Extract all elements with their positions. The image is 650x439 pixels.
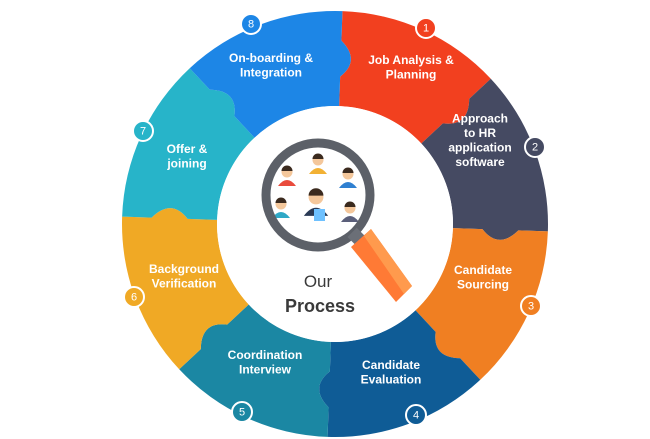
process-step-7-segment bbox=[122, 68, 255, 220]
process-step-3-badge: 3 bbox=[520, 295, 542, 317]
person-icon bbox=[309, 153, 327, 174]
process-step-8-badge: 8 bbox=[240, 13, 262, 35]
process-step-1-segment bbox=[339, 11, 491, 144]
process-step-2-segment bbox=[421, 78, 548, 240]
magnifying-glass-icon bbox=[261, 138, 412, 302]
process-ring bbox=[121, 10, 548, 437]
process-step-2-number: 2 bbox=[532, 142, 538, 154]
process-step-8-number: 8 bbox=[248, 19, 254, 31]
process-step-8-segment bbox=[189, 10, 351, 138]
process-step-5-number: 5 bbox=[239, 407, 245, 419]
process-step-6-badge: 6 bbox=[123, 286, 145, 308]
process-step-2-badge: 2 bbox=[524, 136, 546, 158]
center-title-line1: Our bbox=[304, 272, 333, 291]
process-step-7-label: Offer &joining bbox=[166, 142, 207, 171]
person-icon bbox=[278, 165, 296, 186]
process-step-7-number: 7 bbox=[140, 126, 146, 138]
team-people-icon bbox=[266, 143, 370, 247]
process-step-1-number: 1 bbox=[423, 23, 429, 35]
person-icon bbox=[339, 167, 357, 188]
process-step-3-segment bbox=[415, 228, 548, 380]
process-step-6-segment bbox=[121, 208, 249, 370]
process-step-7-badge: 7 bbox=[132, 120, 154, 142]
person-icon bbox=[272, 197, 290, 218]
person-icon bbox=[341, 201, 359, 222]
center-title-line2: Process bbox=[285, 296, 355, 316]
process-step-1-badge: 1 bbox=[415, 17, 437, 39]
process-step-5-segment bbox=[179, 304, 331, 437]
process-step-8-label: On-boarding &Integration bbox=[229, 51, 313, 80]
process-step-4-badge: 4 bbox=[405, 404, 427, 426]
process-step-1-label: Job Analysis &Planning bbox=[368, 53, 454, 82]
process-step-4-segment bbox=[319, 310, 481, 437]
process-step-4-number: 4 bbox=[413, 410, 419, 422]
process-step-5-badge: 5 bbox=[231, 401, 253, 423]
process-step-3-number: 3 bbox=[528, 301, 534, 313]
process-step-6-number: 6 bbox=[131, 292, 137, 304]
person-icon bbox=[303, 188, 329, 221]
